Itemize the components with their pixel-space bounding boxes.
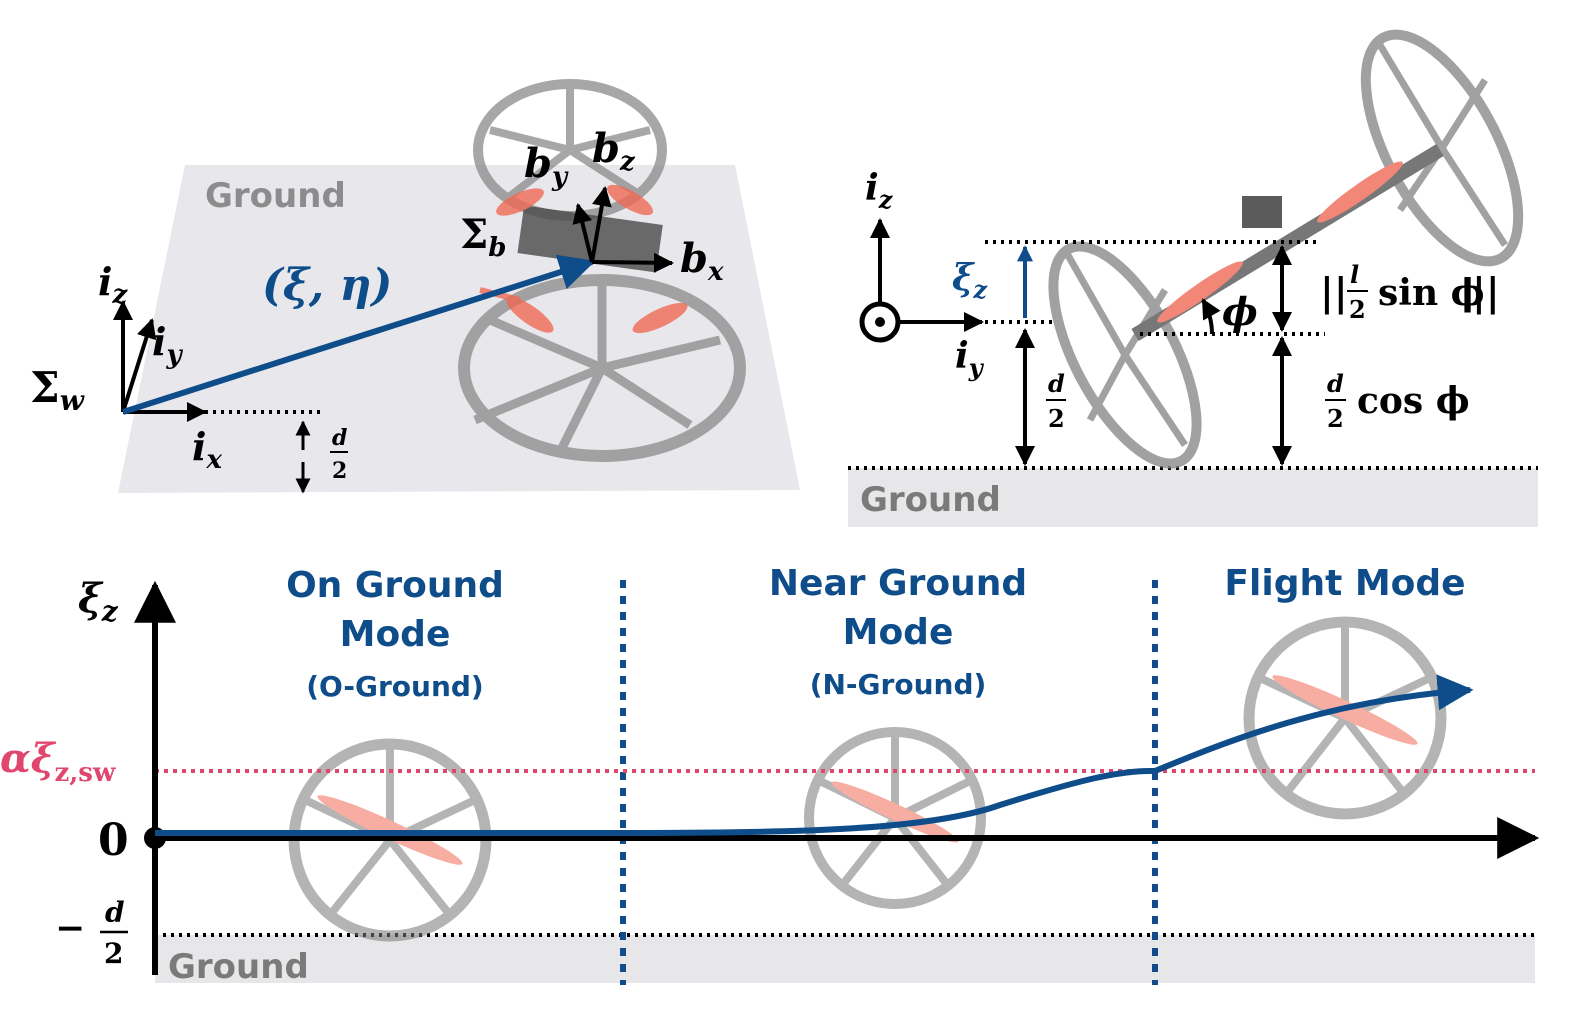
label-sin: sin ϕ (1378, 272, 1485, 314)
panel-b: Ground iz (848, 29, 1538, 527)
ground-block-c (155, 935, 1535, 983)
label-sin-norm-open: || (1320, 269, 1348, 314)
world-iy-axis (121, 318, 157, 413)
label-iy-b: iy (955, 335, 985, 382)
label-iz-b: iz (865, 167, 894, 214)
mode-1-line1: On Ground (286, 565, 504, 606)
neg-sign: − (55, 907, 85, 949)
mode-2-line2: Mode (843, 612, 954, 653)
threshold-label: αξz,sw (0, 735, 116, 788)
drone-flight (1243, 616, 1447, 820)
label-xi-z: ξz (952, 257, 988, 304)
label-body-frame: Σb (460, 211, 506, 263)
y-axis-label: ξz (78, 575, 119, 628)
drone-near-ground (804, 727, 986, 909)
drone-wheel-top (473, 79, 667, 221)
label-cos: cos ϕ (1357, 380, 1470, 422)
label-iz-a: iz (98, 259, 128, 310)
label-half-d-den-b: 2 (1048, 404, 1065, 433)
label-half-d-num-b: d (1048, 369, 1065, 398)
zero-label: 0 (98, 815, 129, 866)
label-cos-den: 2 (1327, 404, 1344, 433)
panel-c: Ground (0, 563, 1540, 987)
drone-tilted (1048, 29, 1524, 469)
label-sin-l: l (1350, 260, 1359, 289)
label-iy-a: iy (152, 319, 183, 370)
label-bx: bx (680, 235, 724, 287)
body-bx-axis (591, 252, 674, 273)
label-cos-num: d (1327, 369, 1344, 398)
drone-wheel-bottom (458, 274, 746, 462)
label-sin-norm-close: || (1472, 269, 1500, 314)
mode-1-abbr: (O-Ground) (306, 670, 483, 703)
label-world-frame: Σw (30, 363, 85, 417)
iy-origin-dot (875, 317, 885, 327)
phi-arc (1201, 298, 1221, 335)
drone-body-a (479, 184, 688, 334)
label-phi: ϕ (1222, 289, 1258, 334)
pose-vector (122, 254, 596, 415)
neg-num: d (105, 896, 125, 929)
body-bz-axis (590, 186, 612, 263)
ground-label-b: Ground (860, 480, 1001, 520)
ground-block-b (848, 468, 1538, 527)
neg-den: 2 (104, 937, 123, 970)
label-by: by (524, 140, 569, 192)
ground-label-c: Ground (168, 947, 309, 987)
label-half-d-den-a: 2 (332, 458, 347, 484)
mode-3-line1: Flight Mode (1224, 563, 1465, 604)
label-half-d-num-a: d (332, 425, 347, 451)
body-by-axis (572, 203, 594, 263)
mode-2-abbr: (N-Ground) (810, 668, 987, 701)
label-ix-a: ix (192, 424, 222, 475)
trajectory-curve (155, 674, 1474, 836)
ground-label-a: Ground (205, 176, 346, 216)
panel-a: Ground (30, 79, 800, 494)
mode-1-line2: Mode (340, 614, 451, 655)
label-sin-two: 2 (1349, 295, 1366, 324)
label-bz: bz (592, 125, 636, 177)
mode-2-line1: Near Ground (769, 563, 1027, 604)
label-pose: (ξ, η) (262, 260, 392, 311)
